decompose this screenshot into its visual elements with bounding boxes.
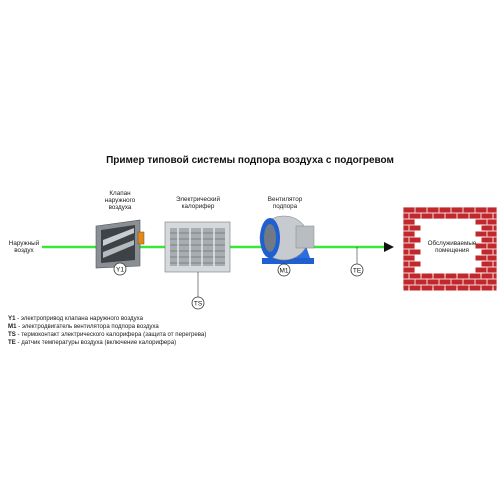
sensor-ts-icon <box>191 296 205 310</box>
sensor-m1-icon <box>277 263 291 277</box>
inlet-label: Наружный воздух <box>8 240 40 255</box>
airflow-arrow-icon <box>384 242 394 252</box>
brick <box>409 273 421 279</box>
brick <box>403 219 415 225</box>
brick <box>409 249 421 255</box>
damper-icon <box>95 219 145 269</box>
brick <box>427 207 439 213</box>
brick <box>433 273 445 279</box>
brick <box>409 285 421 291</box>
brick <box>475 219 487 225</box>
brick <box>487 231 497 237</box>
brick <box>403 279 415 285</box>
brick <box>403 213 409 219</box>
brick <box>463 207 475 213</box>
brick <box>487 207 497 213</box>
brick <box>493 213 497 219</box>
brick <box>487 267 497 273</box>
brick <box>469 213 481 219</box>
brick <box>433 285 445 291</box>
fan-icon <box>259 215 315 264</box>
brick <box>403 255 415 261</box>
brick <box>493 249 497 255</box>
legend-item-te: TE - датчик температуры воздуха (включен… <box>8 339 177 346</box>
brick <box>487 219 497 225</box>
brick <box>481 237 493 243</box>
brick <box>427 279 439 285</box>
brick <box>481 261 493 267</box>
brick <box>403 285 409 291</box>
legend-item-ts: TS - термоконтакт электрического калориф… <box>8 331 207 338</box>
room-label: Обслуживаемые помещения <box>427 240 477 255</box>
brick <box>457 285 469 291</box>
brick <box>469 273 481 279</box>
brick <box>493 225 497 231</box>
brick <box>487 279 497 285</box>
brick <box>487 255 497 261</box>
brick <box>415 207 427 213</box>
brick <box>403 261 409 267</box>
brick <box>493 273 497 279</box>
brick <box>409 261 421 267</box>
brick <box>487 243 497 249</box>
brick <box>409 213 421 219</box>
brick <box>439 207 451 213</box>
sensor-y1-icon <box>113 262 127 276</box>
room-icon <box>403 207 497 291</box>
legend-item-m1: M1 - электродвигатель вентилятора подпор… <box>8 323 159 330</box>
brick <box>421 273 433 279</box>
brick <box>451 279 463 285</box>
brick <box>457 213 469 219</box>
sensor-te-icon <box>350 263 364 277</box>
brick <box>469 285 481 291</box>
damper-label: Клапан наружного воздуха <box>104 190 136 212</box>
brick <box>403 267 415 273</box>
brick <box>409 225 421 231</box>
brick <box>481 225 493 231</box>
brick <box>457 273 469 279</box>
brick <box>475 207 487 213</box>
brick <box>451 207 463 213</box>
fan-label: Вентилятор подпора <box>267 196 303 211</box>
brick <box>409 237 421 243</box>
brick <box>439 279 451 285</box>
legend-item-y1: Y1 - электропривод клапана наружного воз… <box>8 315 143 322</box>
brick <box>445 273 457 279</box>
brick <box>481 273 493 279</box>
heater-icon <box>164 221 231 273</box>
brick <box>493 285 497 291</box>
diagram-title: Пример типовой системы подпора воздуха с… <box>106 155 394 166</box>
brick <box>403 225 409 231</box>
brick <box>481 285 493 291</box>
brick <box>445 213 457 219</box>
brick <box>481 213 493 219</box>
brick <box>403 273 409 279</box>
brick <box>463 279 475 285</box>
brick <box>421 285 433 291</box>
brick <box>475 255 487 261</box>
brick <box>475 279 487 285</box>
brick <box>403 207 415 213</box>
brick <box>481 249 493 255</box>
brick <box>415 279 427 285</box>
brick <box>475 231 487 237</box>
brick <box>403 231 415 237</box>
brick <box>445 285 457 291</box>
brick <box>433 213 445 219</box>
brick <box>493 237 497 243</box>
brick <box>475 243 487 249</box>
brick <box>475 267 487 273</box>
brick <box>403 249 409 255</box>
brick <box>421 213 433 219</box>
heater-label: Электрический калорифер <box>176 196 220 211</box>
brick <box>403 237 409 243</box>
brick <box>403 243 415 249</box>
brick <box>493 261 497 267</box>
